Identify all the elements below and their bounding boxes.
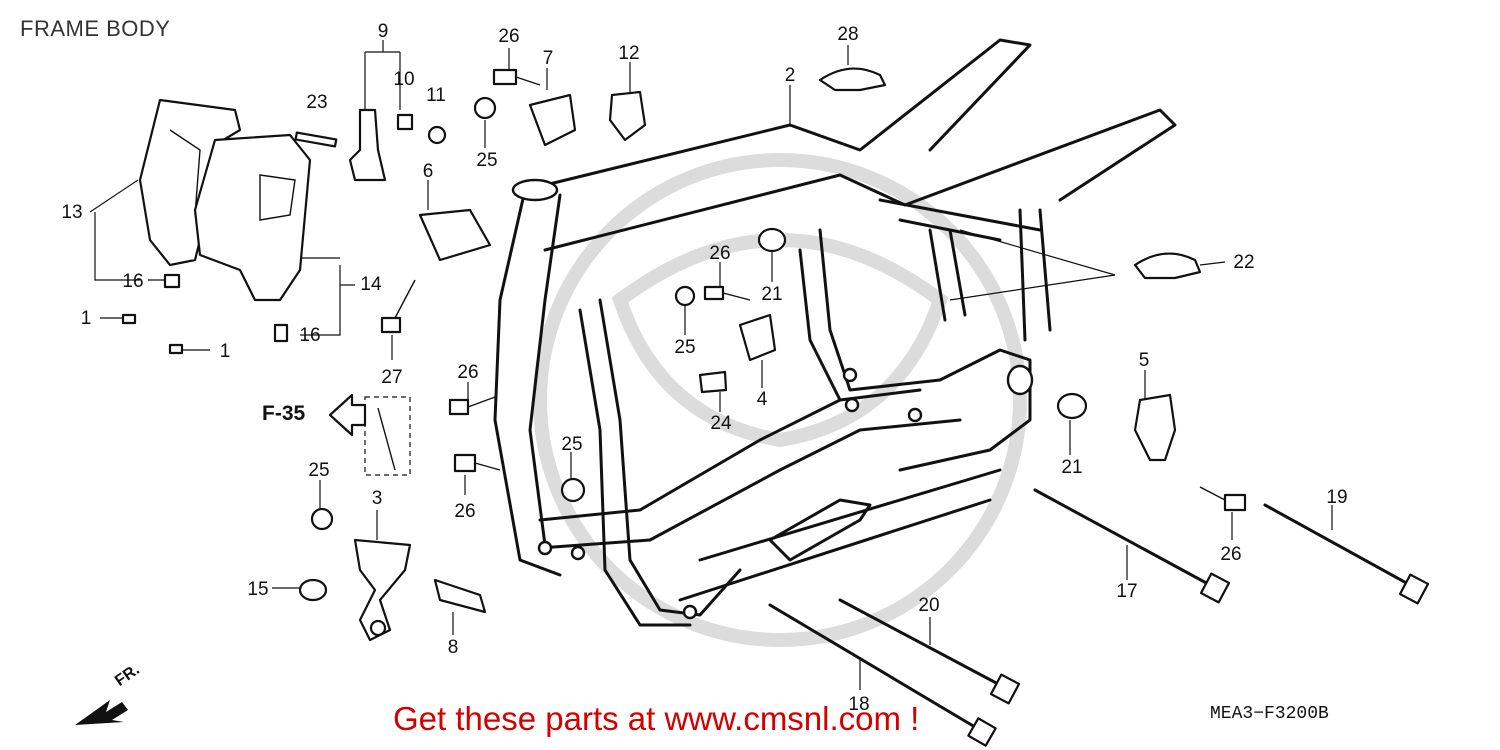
callout-23: 23: [306, 92, 327, 113]
callout-13: 13: [61, 202, 82, 223]
callout-26-right: 26: [1220, 544, 1241, 565]
callout-8: 8: [448, 637, 459, 658]
long-bolt-19: [1263, 503, 1430, 605]
clip-1-upper: [121, 313, 137, 325]
bolt-26-left: [448, 396, 496, 416]
callout-25-mid: 25: [674, 337, 695, 358]
front-arrow: [75, 700, 128, 725]
long-bolt-18: [768, 603, 997, 747]
nut-11: [427, 125, 447, 145]
callout-21-right: 21: [1061, 457, 1082, 478]
cushion-16-lower: [273, 323, 289, 343]
callout-25-top: 25: [476, 150, 497, 171]
cushion-16-upper: [163, 273, 181, 289]
bolt-26-top: [492, 68, 541, 86]
callout-21-upper: 21: [761, 284, 782, 305]
callout-22: 22: [1233, 252, 1254, 273]
callout-27: 27: [381, 367, 402, 388]
callout-5: 5: [1139, 350, 1150, 371]
bracket-6: [418, 208, 492, 262]
promo-link[interactable]: Get these parts at www.cmsnl.com !: [393, 700, 920, 737]
clip-1-lower: [168, 343, 184, 355]
bracket-7: [528, 93, 577, 147]
callout-11: 11: [426, 85, 446, 106]
leader-lines: [89, 40, 1333, 690]
nut-25-top: [473, 96, 497, 120]
clip-12: [608, 90, 647, 142]
callout-16-upper: 16: [122, 271, 143, 292]
clamp-24: [698, 370, 728, 394]
bolt-10: [396, 113, 414, 131]
callout-24: 24: [710, 413, 732, 434]
strip-23: [294, 131, 338, 148]
callout-20: 20: [918, 595, 939, 616]
nut-25-lower: [560, 477, 586, 503]
callout-1-lower: 1: [220, 341, 231, 362]
callout-25-lower: 25: [561, 434, 582, 455]
callouts: 9 10 11 23 13 16 14 1 16 1 26 7 12 25 2 …: [61, 21, 1347, 715]
callout-14: 14: [360, 274, 382, 295]
callout-3: 3: [372, 488, 383, 509]
side-cover-left: [138, 98, 312, 302]
nut-25-left: [310, 507, 334, 531]
callout-25-left: 25: [308, 460, 329, 481]
bracket-3: [353, 538, 412, 642]
bolt-26-right: [1199, 486, 1247, 512]
callout-26-top: 26: [498, 26, 519, 47]
grommet-21-upper: [757, 227, 787, 253]
bracket-9: [348, 108, 387, 182]
long-bolt-17: [1033, 488, 1231, 604]
main-frame: [493, 38, 1177, 627]
bolt-26-mid: [703, 285, 751, 301]
callout-26-lower: 26: [454, 501, 475, 522]
clamp-22: [1133, 252, 1202, 280]
callout-28: 28: [837, 24, 858, 45]
grommet-15: [298, 578, 328, 602]
callout-15: 15: [247, 579, 268, 600]
bracket-5: [1133, 393, 1177, 462]
long-bolt-20: [838, 598, 1021, 705]
callout-4: 4: [757, 389, 768, 410]
ref-arrow-f35: [328, 393, 411, 476]
callout-17: 17: [1116, 581, 1137, 602]
callout-1-upper: 1: [81, 308, 92, 329]
callout-26-left: 26: [457, 362, 478, 383]
clamp-28: [818, 67, 887, 92]
callout-16-lower: 16: [299, 325, 320, 346]
diagram-code: MEA3−F3200B: [1210, 704, 1329, 724]
callout-18: 18: [848, 694, 869, 715]
grommet-21-right: [1056, 392, 1088, 420]
callout-26-mid: 26: [709, 243, 730, 264]
callout-12: 12: [618, 43, 639, 64]
collar-8: [433, 578, 487, 614]
bolt-27: [380, 279, 416, 334]
callout-2: 2: [785, 65, 796, 86]
callout-9: 9: [378, 21, 389, 42]
page-title: FRAME BODY: [20, 16, 171, 41]
ref-label-f35: F-35: [262, 402, 306, 425]
bracket-4: [738, 313, 777, 362]
callout-6: 6: [423, 161, 434, 182]
callout-19: 19: [1326, 487, 1347, 508]
callout-7: 7: [543, 48, 554, 69]
bolt-26-lower: [453, 453, 501, 473]
nut-25-mid: [674, 285, 696, 307]
callout-10: 10: [393, 69, 414, 90]
